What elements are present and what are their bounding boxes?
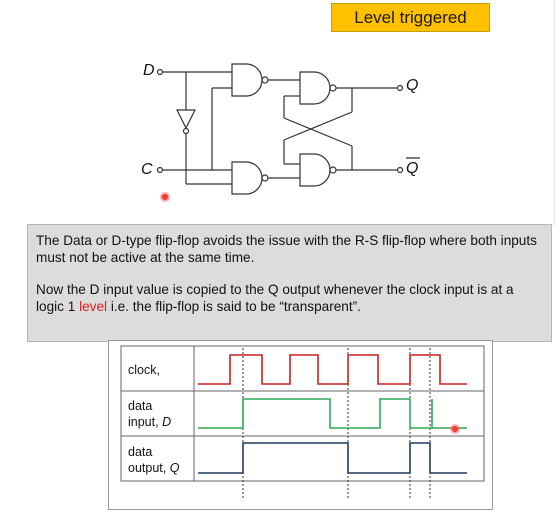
d-flip-flop-circuit	[156, 63, 420, 195]
title-badge: Level triggered	[331, 3, 490, 32]
clock-waveform	[198, 354, 467, 385]
description-box: The Data or D-type flip-flop avoids the …	[27, 224, 552, 342]
timing-label-clock: clock,	[128, 363, 160, 377]
data-input-waveform	[198, 398, 467, 429]
q-output-terminal	[396, 84, 404, 92]
circuit-panel: Level triggered	[0, 0, 555, 226]
qbar-output-label: Q	[406, 160, 419, 177]
c-input-terminal	[156, 166, 164, 174]
timing-label-data-input: data input, D	[128, 399, 172, 429]
timing-diagram-frame	[108, 340, 493, 510]
mouse-pointer-icon	[450, 424, 460, 434]
inverter-gate	[176, 109, 196, 130]
d-input-label: D	[143, 62, 155, 79]
description-paragraph-1: The Data or D-type flip-flop avoids the …	[36, 233, 537, 265]
mouse-pointer-icon	[160, 192, 170, 202]
q-output-label: Q	[406, 77, 419, 94]
data-output-waveform	[198, 442, 467, 474]
highlight-level: level	[79, 299, 108, 314]
description-paragraph-2: Now the D input value is copied to the Q…	[36, 282, 514, 314]
timing-label-data-output: data output, Q	[128, 445, 180, 475]
d-input-terminal	[156, 68, 164, 76]
c-input-label: C	[141, 161, 153, 178]
qbar-output-terminal	[396, 166, 404, 174]
